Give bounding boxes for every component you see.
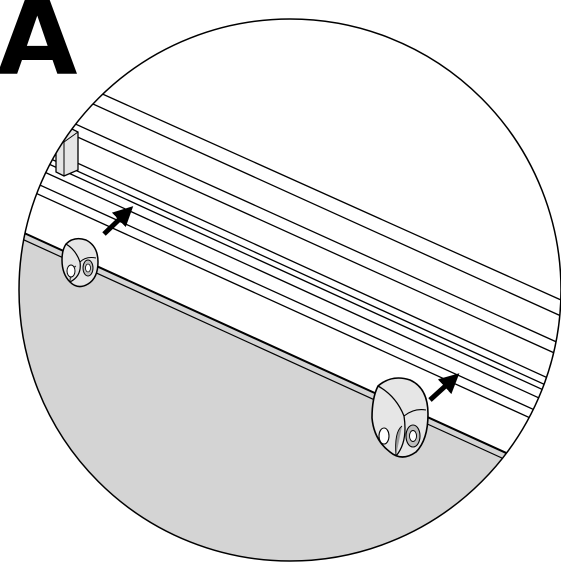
insert-arrow-right [428, 373, 460, 402]
insert-arrow-left [102, 206, 134, 236]
rail-line [39, 65, 561, 301]
rail-line [39, 159, 561, 399]
rail-line [39, 145, 561, 385]
rail-line [19, 175, 561, 423]
frame-corner-block [39, 127, 79, 177]
panel-surface [19, 222, 561, 561]
rail-line [39, 153, 561, 393]
rail-line [39, 79, 561, 317]
mounting-clip-right [371, 377, 429, 458]
insert-arrows [102, 206, 460, 402]
rail-line [39, 107, 561, 345]
step-label: A [0, 0, 77, 99]
rail-line [39, 119, 561, 357]
detail-circle-outline [18, 18, 561, 562]
mounting-clip-left [61, 237, 99, 288]
